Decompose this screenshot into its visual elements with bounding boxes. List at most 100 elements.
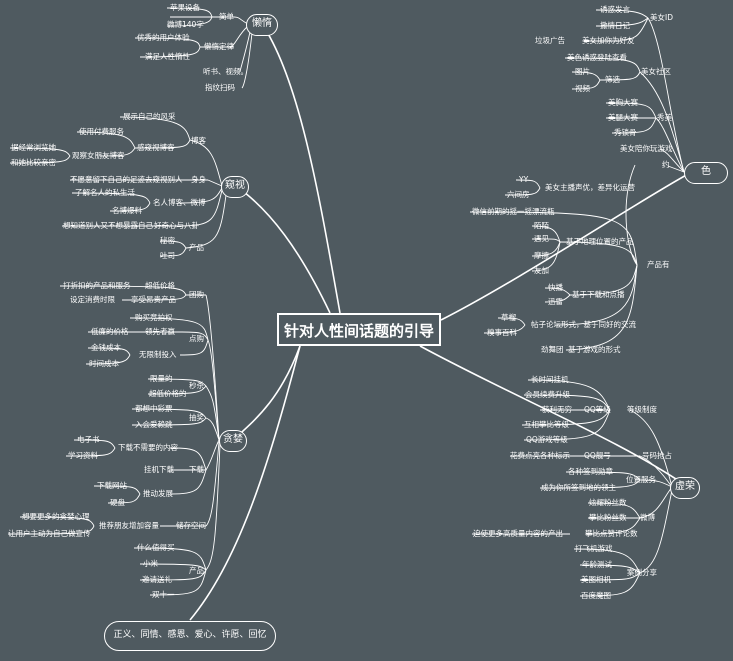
- node: 双十一: [152, 590, 175, 599]
- node: 美女ID: [650, 13, 673, 22]
- node: 获利无穷: [542, 405, 572, 414]
- node: 陌陌: [534, 221, 549, 230]
- node: 名博爆料: [112, 206, 142, 215]
- node: 想要更多的贪婪心理: [22, 512, 90, 521]
- node: 时间成本: [89, 359, 119, 368]
- node: 好奇心与八卦: [154, 221, 199, 230]
- node: 和她比较亲密: [11, 158, 56, 167]
- node: 下载网站: [97, 481, 127, 490]
- node: 基于地理位置的产品: [566, 237, 634, 246]
- node: 想知道别人又不想暴露自己: [63, 221, 153, 230]
- node: 硬盘: [110, 498, 125, 507]
- node: 享受昂贵产品: [131, 295, 176, 304]
- node: 成为你所签到地的领主: [541, 483, 616, 492]
- category-peek: 窥视: [221, 176, 249, 198]
- node: 微博140字: [167, 20, 204, 29]
- node: 懒惰定律: [204, 42, 234, 51]
- node: 秘密: [160, 236, 175, 245]
- node: 美腿大赛: [608, 113, 638, 122]
- node: 小米: [143, 559, 158, 568]
- node: 设定消费时限: [70, 295, 115, 304]
- node: 领先者赢: [145, 327, 175, 336]
- node: 入会爱赖跳: [135, 420, 173, 429]
- node: 美女陪你玩游戏: [620, 144, 673, 153]
- category-lazy: 懒惰: [246, 14, 278, 36]
- node: 位置服务: [626, 475, 656, 484]
- node: 名人博客、微博: [153, 198, 206, 207]
- node: 都想中彩票: [135, 404, 173, 413]
- node: 购买竞拍权: [135, 313, 173, 322]
- node: 等级制度: [627, 405, 657, 414]
- node: 推荐朋友增加容量: [99, 521, 159, 530]
- node: 推动发展: [143, 489, 173, 498]
- node: 诱惑发言: [600, 5, 630, 14]
- node: 了解名人的私生活: [75, 188, 135, 197]
- node: 美色诱惑登陆查看: [567, 53, 627, 62]
- node: 百度魔图: [581, 591, 611, 600]
- node: 满足人性惰性: [145, 52, 190, 61]
- node: 秒杀: [189, 381, 204, 390]
- central-topic: 针对人性间话题的引导: [277, 313, 441, 346]
- node: 美女主播声优，差异化运营: [545, 183, 635, 192]
- node: 电子书: [77, 435, 100, 444]
- category-greed: 贪婪: [219, 430, 247, 452]
- category-color: 色: [684, 162, 728, 184]
- node: 无限制投入: [139, 350, 177, 359]
- node: QQ靓号: [584, 451, 611, 460]
- node: 视频: [575, 84, 590, 93]
- node: 美女社区: [641, 67, 671, 76]
- node: 约: [662, 160, 670, 169]
- node: 会员续费升级: [525, 390, 570, 399]
- node: 吐司: [160, 251, 175, 260]
- node: 互相攀比等级: [524, 420, 569, 429]
- category-virtue: 正义、同情、感恩、爱心、许愿、回忆: [104, 621, 276, 651]
- node: QQ游戏等级: [526, 435, 568, 444]
- node: 点购: [189, 334, 204, 343]
- node: 指纹扫码: [205, 83, 235, 92]
- node: 下载不需要的内容: [118, 443, 178, 452]
- node: 感窥视博客: [137, 143, 175, 152]
- node: 基于游戏的形式: [568, 345, 621, 354]
- node: QQ等级: [584, 405, 611, 414]
- node: 摩擦: [534, 251, 549, 260]
- node: 快播: [548, 283, 563, 292]
- node: 产品有: [647, 260, 670, 269]
- node: 年龄测试: [582, 560, 612, 569]
- node: 号码抢占: [642, 451, 672, 460]
- node: 什么值得买: [137, 543, 175, 552]
- node: 超低价格的: [149, 389, 187, 398]
- node: 炫耀粉丝数: [589, 498, 627, 507]
- node: 限量的: [150, 374, 173, 383]
- node: 不愿意留下自己的足迹去窥视别人: [70, 175, 183, 184]
- node: 身身: [191, 175, 206, 184]
- node: 使用付费服务: [79, 127, 124, 136]
- node: 学习资料: [68, 451, 98, 460]
- node: 打飞机游戏: [575, 544, 613, 553]
- node: 攀比粉丝数: [589, 513, 627, 522]
- node: 秀锁骨: [614, 128, 637, 137]
- node: 邀请送礼: [142, 575, 172, 584]
- node: 苹果设备: [170, 3, 200, 12]
- node: 六间房: [507, 190, 530, 199]
- node: 据经常浏览她: [11, 143, 56, 152]
- node: 产品: [189, 243, 204, 252]
- node: YY: [519, 175, 529, 184]
- node: 金钱成本: [91, 343, 121, 352]
- node: 长时间挂机: [531, 375, 569, 384]
- node: 各种签到勋章: [568, 467, 613, 476]
- node: 美女加你为好友: [582, 36, 635, 45]
- node: 草榴: [501, 313, 516, 322]
- node: 博客: [191, 136, 206, 145]
- node: 友加: [534, 266, 549, 275]
- node: 超低价格: [145, 281, 175, 290]
- node: 储存空间: [176, 521, 206, 530]
- node: 低廉的价格: [91, 327, 129, 336]
- node: 筛选: [605, 75, 620, 84]
- node: 图片: [575, 67, 590, 76]
- node: 劲舞团: [541, 345, 564, 354]
- category-vanity: 虚荣: [670, 477, 700, 499]
- node: 听书、视频。: [203, 67, 248, 76]
- node: 迫使更多高质量内容的产出: [473, 529, 563, 538]
